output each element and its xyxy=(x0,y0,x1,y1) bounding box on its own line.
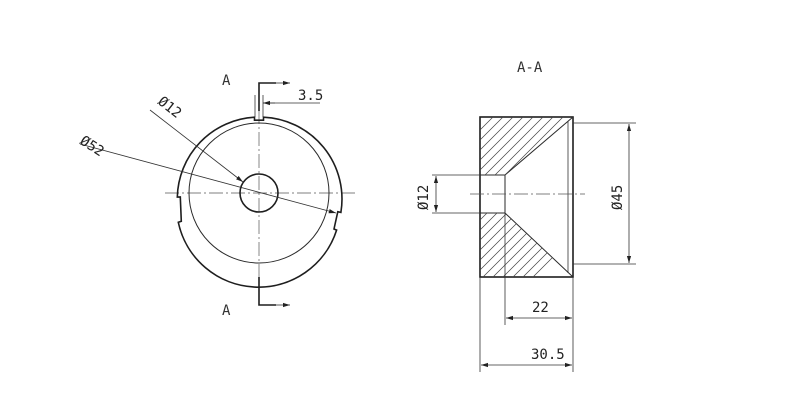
section-title: A-A xyxy=(517,60,543,76)
section-outline xyxy=(479,116,574,278)
section-mark-bottom xyxy=(258,277,276,306)
cone-diameter-dim: Ø45 xyxy=(610,185,626,210)
front-view: A A 3.5 Ø52 Ø12 xyxy=(77,73,355,319)
outer-diameter-dim: Ø52 xyxy=(77,133,107,160)
inner-ring-circle xyxy=(188,122,330,264)
outer-ring-with-slots xyxy=(176,116,343,288)
section-view: A-A xyxy=(416,60,636,372)
hole-diameter-leader xyxy=(149,109,244,183)
section-label-top: A xyxy=(222,73,231,89)
hatch-bottom xyxy=(480,213,573,277)
depth-dim: 22 xyxy=(532,300,549,316)
section-label-bottom: A xyxy=(222,303,231,319)
hole-diameter-dim-section: Ø12 xyxy=(416,185,432,210)
center-hole xyxy=(239,173,279,213)
cone-top-line xyxy=(504,116,574,176)
length-dim: 30.5 xyxy=(531,347,565,363)
slot-width-dim: 3.5 xyxy=(298,88,323,104)
section-mark-top xyxy=(258,82,276,111)
outer-diameter-leader xyxy=(79,143,337,214)
hole-diameter-dim-front: Ø12 xyxy=(155,94,185,122)
